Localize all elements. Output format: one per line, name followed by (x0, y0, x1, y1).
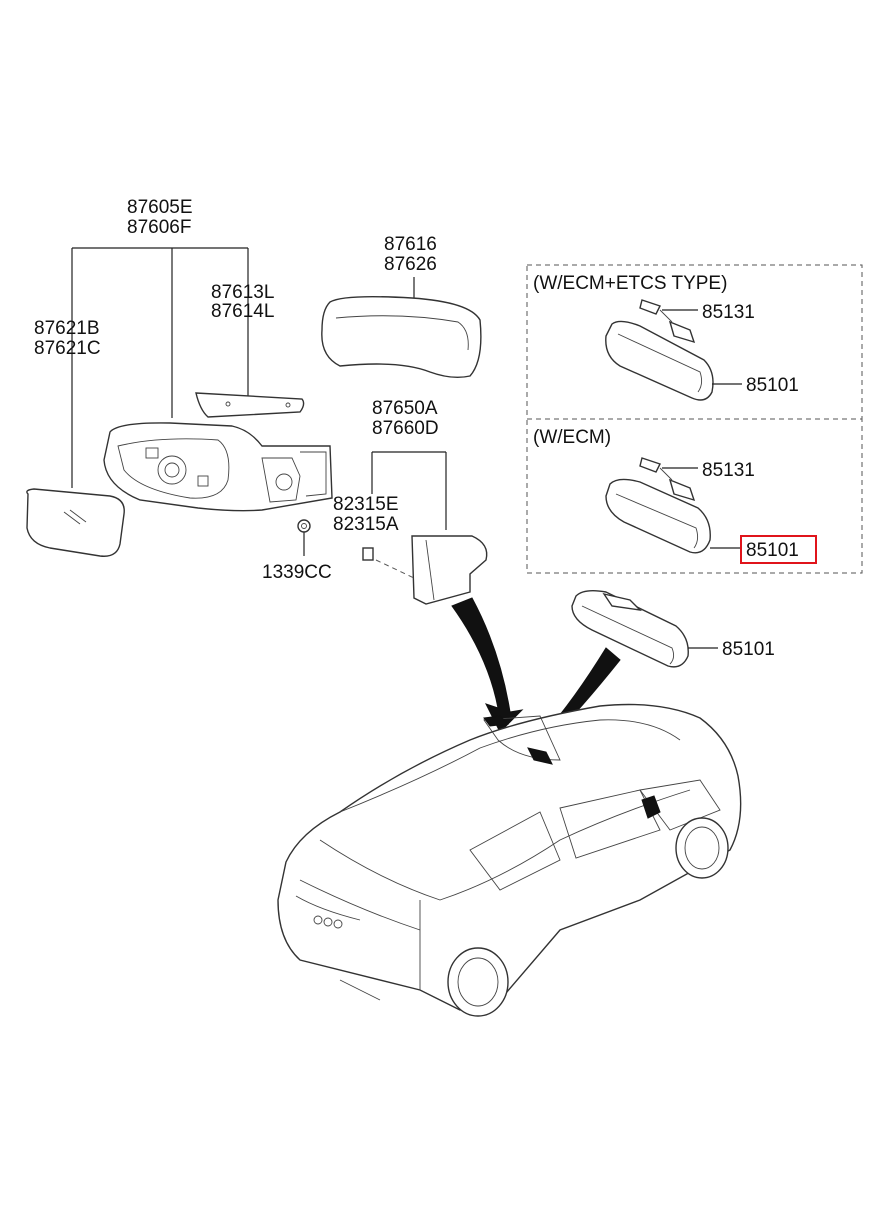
ecm-etcs-title: (W/ECM+ETCS TYPE) (533, 273, 727, 294)
inside-mirror-ecm-etcs-part[interactable] (605, 299, 714, 401)
ecm-box (526, 418, 863, 574)
scalp-cover-label-2[interactable]: 87626 (384, 254, 437, 275)
scalp-cover-part[interactable] (321, 277, 482, 379)
mirror-housing-part[interactable] (103, 422, 333, 512)
ecm-title: (W/ECM) (533, 427, 611, 448)
screw-label-2[interactable]: 82315A (333, 514, 399, 535)
garnish-part[interactable] (411, 535, 488, 605)
mirror-assy-label-2[interactable]: 87606F (127, 217, 191, 238)
inside-mirror-ecm-etcs-label[interactable]: 85101 (746, 375, 799, 396)
inside-mirror-ecm-part[interactable] (605, 457, 711, 554)
ecm-etcs-box (526, 264, 863, 420)
mirror-glass-label-1[interactable]: 87621B (34, 318, 100, 339)
cover-ecm-label[interactable]: 85131 (702, 460, 755, 481)
garnish-label-1[interactable]: 87650A (372, 398, 438, 419)
inside-mirror-ecm-highlight (740, 535, 817, 564)
mirror-glass-part[interactable] (26, 488, 125, 557)
car-illustration (277, 703, 742, 1017)
inside-mirror-ecm-label[interactable]: 85101 (746, 540, 799, 561)
screw-label-1[interactable]: 82315E (333, 494, 399, 515)
nut-part[interactable] (297, 519, 311, 556)
garnish-label-2[interactable]: 87660D (372, 418, 439, 439)
cover-ecm-etcs-label[interactable]: 85131 (702, 302, 755, 323)
garnish-leader (371, 451, 447, 530)
nut-label[interactable]: 1339CC (262, 562, 332, 583)
mirror-assy-leader (71, 247, 249, 488)
mirror-assy-label-1[interactable]: 87605E (127, 197, 193, 218)
lamp-label-1[interactable]: 87613L (211, 282, 274, 303)
lamp-part[interactable] (195, 392, 305, 418)
garnish-arrow (451, 597, 524, 733)
inside-mirror-std-part[interactable] (571, 589, 689, 668)
mirror-glass-label-2[interactable]: 87621C (34, 338, 101, 359)
scalp-cover-label-1[interactable]: 87616 (384, 234, 437, 255)
lamp-label-2[interactable]: 87614L (211, 301, 274, 322)
screw-part[interactable] (362, 547, 415, 579)
inside-mirror-std-label[interactable]: 85101 (722, 639, 775, 660)
